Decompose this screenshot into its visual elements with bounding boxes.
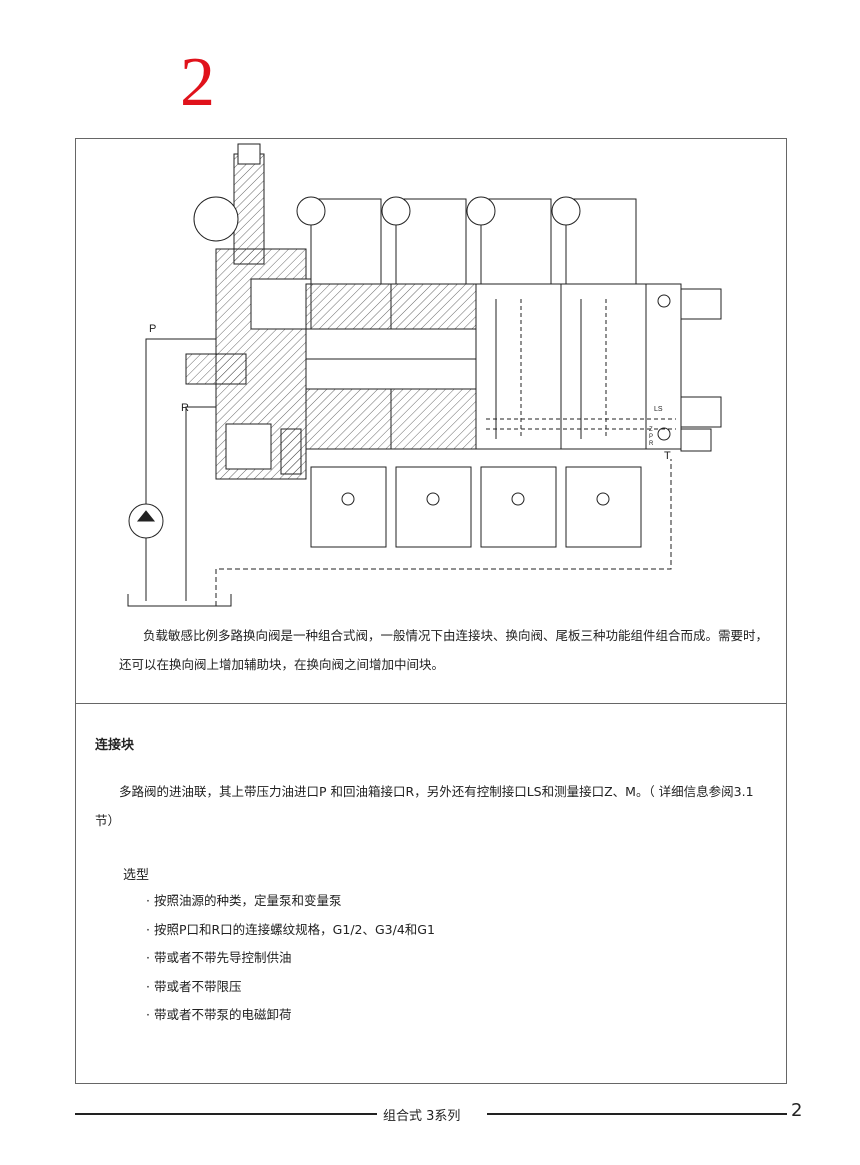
label-t: T [664,450,671,462]
valve-sections: LS Z P R T [305,283,722,462]
list-item: 按照P口和R口的连接螺纹规格，G1/2、G3/4和G1 [146,919,435,948]
intro-paragraph: 负载敏感比例多路换向阀是一种组合式阀，一般情况下由连接块、换向阀、尾板三种功能组… [119,628,769,672]
list-item: 带或者不带先导控制供油 [146,947,435,976]
hydraulic-circuit: P R [127,323,672,607]
top-solenoids [296,196,637,285]
selection-label: 选型 [123,868,150,883]
label-r: R [181,402,189,414]
option-list: 按照油源的种类，定量泵和变量泵 按照P口和R口的连接螺纹规格，G1/2、G3/4… [146,890,435,1033]
label-z: Z [649,427,653,433]
section-heading: 连接块 [95,738,135,753]
connecting-block [185,143,312,480]
label-r-small: R [649,441,654,447]
footer-rule-right [487,1113,787,1115]
label-p: P [149,323,156,335]
label-p-small: P [649,434,653,440]
connecting-block-panel: 连接块 多路阀的进油联，其上带压力油进口P 和回油箱接口R，另外还有控制接口LS… [75,703,787,1084]
bottom-solenoids [310,466,642,548]
footer-rule-left [75,1113,377,1115]
list-item: 按照油源的种类，定量泵和变量泵 [146,890,435,919]
chapter-number: 2 [180,44,215,121]
list-item: 带或者不带泵的电磁卸荷 [146,1004,435,1033]
valve-diagram: LS Z P R T P R [127,143,722,607]
footer-title: 组合式 3系列 [383,1109,461,1124]
diagram-panel: LS Z P R T P R [75,138,787,704]
section-body: 多路阀的进油联，其上带压力油进口P 和回油箱接口R，另外还有控制接口LS和测量接… [95,784,754,828]
label-ls: LS [654,406,663,413]
page-number: 2 [791,1100,803,1121]
list-item: 带或者不带限压 [146,976,435,1005]
